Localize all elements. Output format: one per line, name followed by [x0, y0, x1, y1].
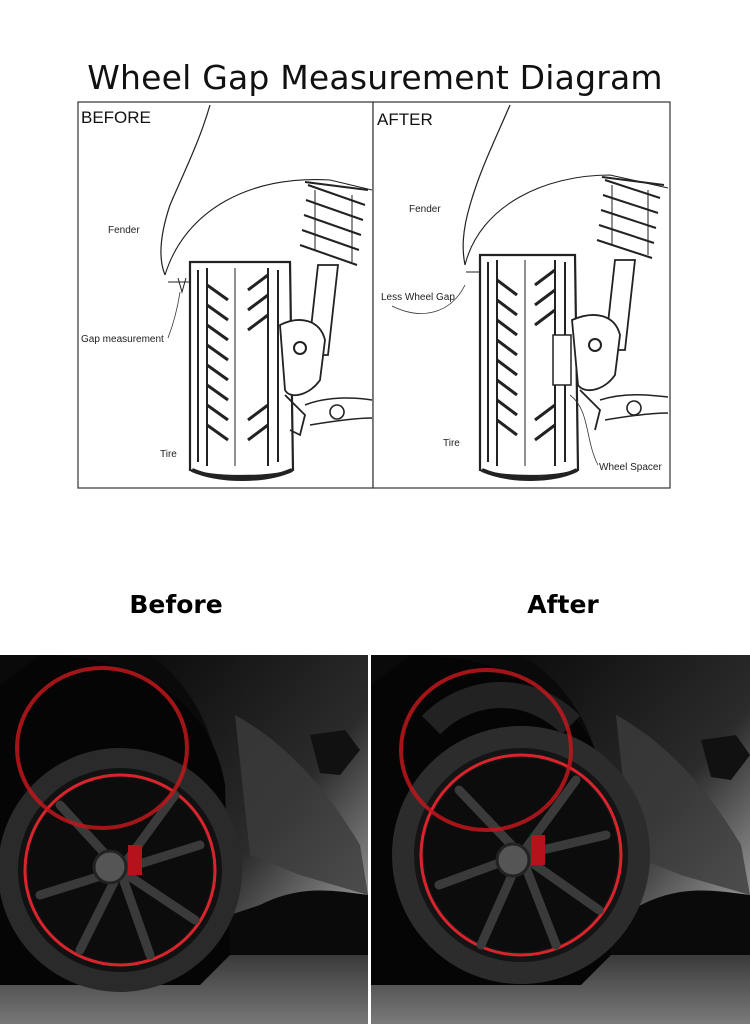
after-tire-label: Tire — [443, 438, 460, 449]
after-gap-label: Less Wheel Gap — [381, 292, 455, 303]
after-spacer-label: Wheel Spacer — [599, 462, 662, 473]
before-panel-heading: BEFORE — [81, 108, 151, 127]
after-mirror — [701, 735, 750, 780]
after-tire — [478, 253, 580, 481]
page-title: Wheel Gap Measurement Diagram — [87, 58, 663, 97]
before-fender-label: Fender — [108, 225, 140, 236]
after-car-photo — [371, 655, 750, 1024]
before-photo-caption: Before — [129, 590, 223, 619]
before-tire — [188, 260, 295, 481]
before-gap-leader — [167, 291, 181, 339]
after-gap-highlight-circle — [399, 668, 573, 832]
wheel-spacer-shape — [552, 334, 572, 386]
before-mirror — [310, 730, 360, 775]
after-coil-spring — [596, 176, 665, 259]
after-fender-label: Fender — [409, 204, 441, 215]
before-tire-label: Tire — [160, 449, 177, 460]
before-gap-label: Gap measurement — [81, 334, 164, 345]
after-wheel — [392, 682, 650, 984]
wheel-gap-diagram: BEFORE AFTER Fender Gap mea — [77, 101, 671, 489]
after-gap-leader — [391, 284, 466, 314]
before-gap-highlight-circle — [15, 666, 189, 830]
before-wheel — [0, 748, 242, 992]
before-suspension-drawing — [160, 104, 373, 481]
after-spacer-leader — [569, 394, 599, 466]
after-photo-caption: After — [527, 590, 599, 619]
after-panel-heading: AFTER — [377, 110, 433, 129]
after-suspension-drawing — [462, 104, 669, 481]
before-car-photo — [0, 655, 368, 1024]
before-coil-spring — [299, 181, 369, 266]
